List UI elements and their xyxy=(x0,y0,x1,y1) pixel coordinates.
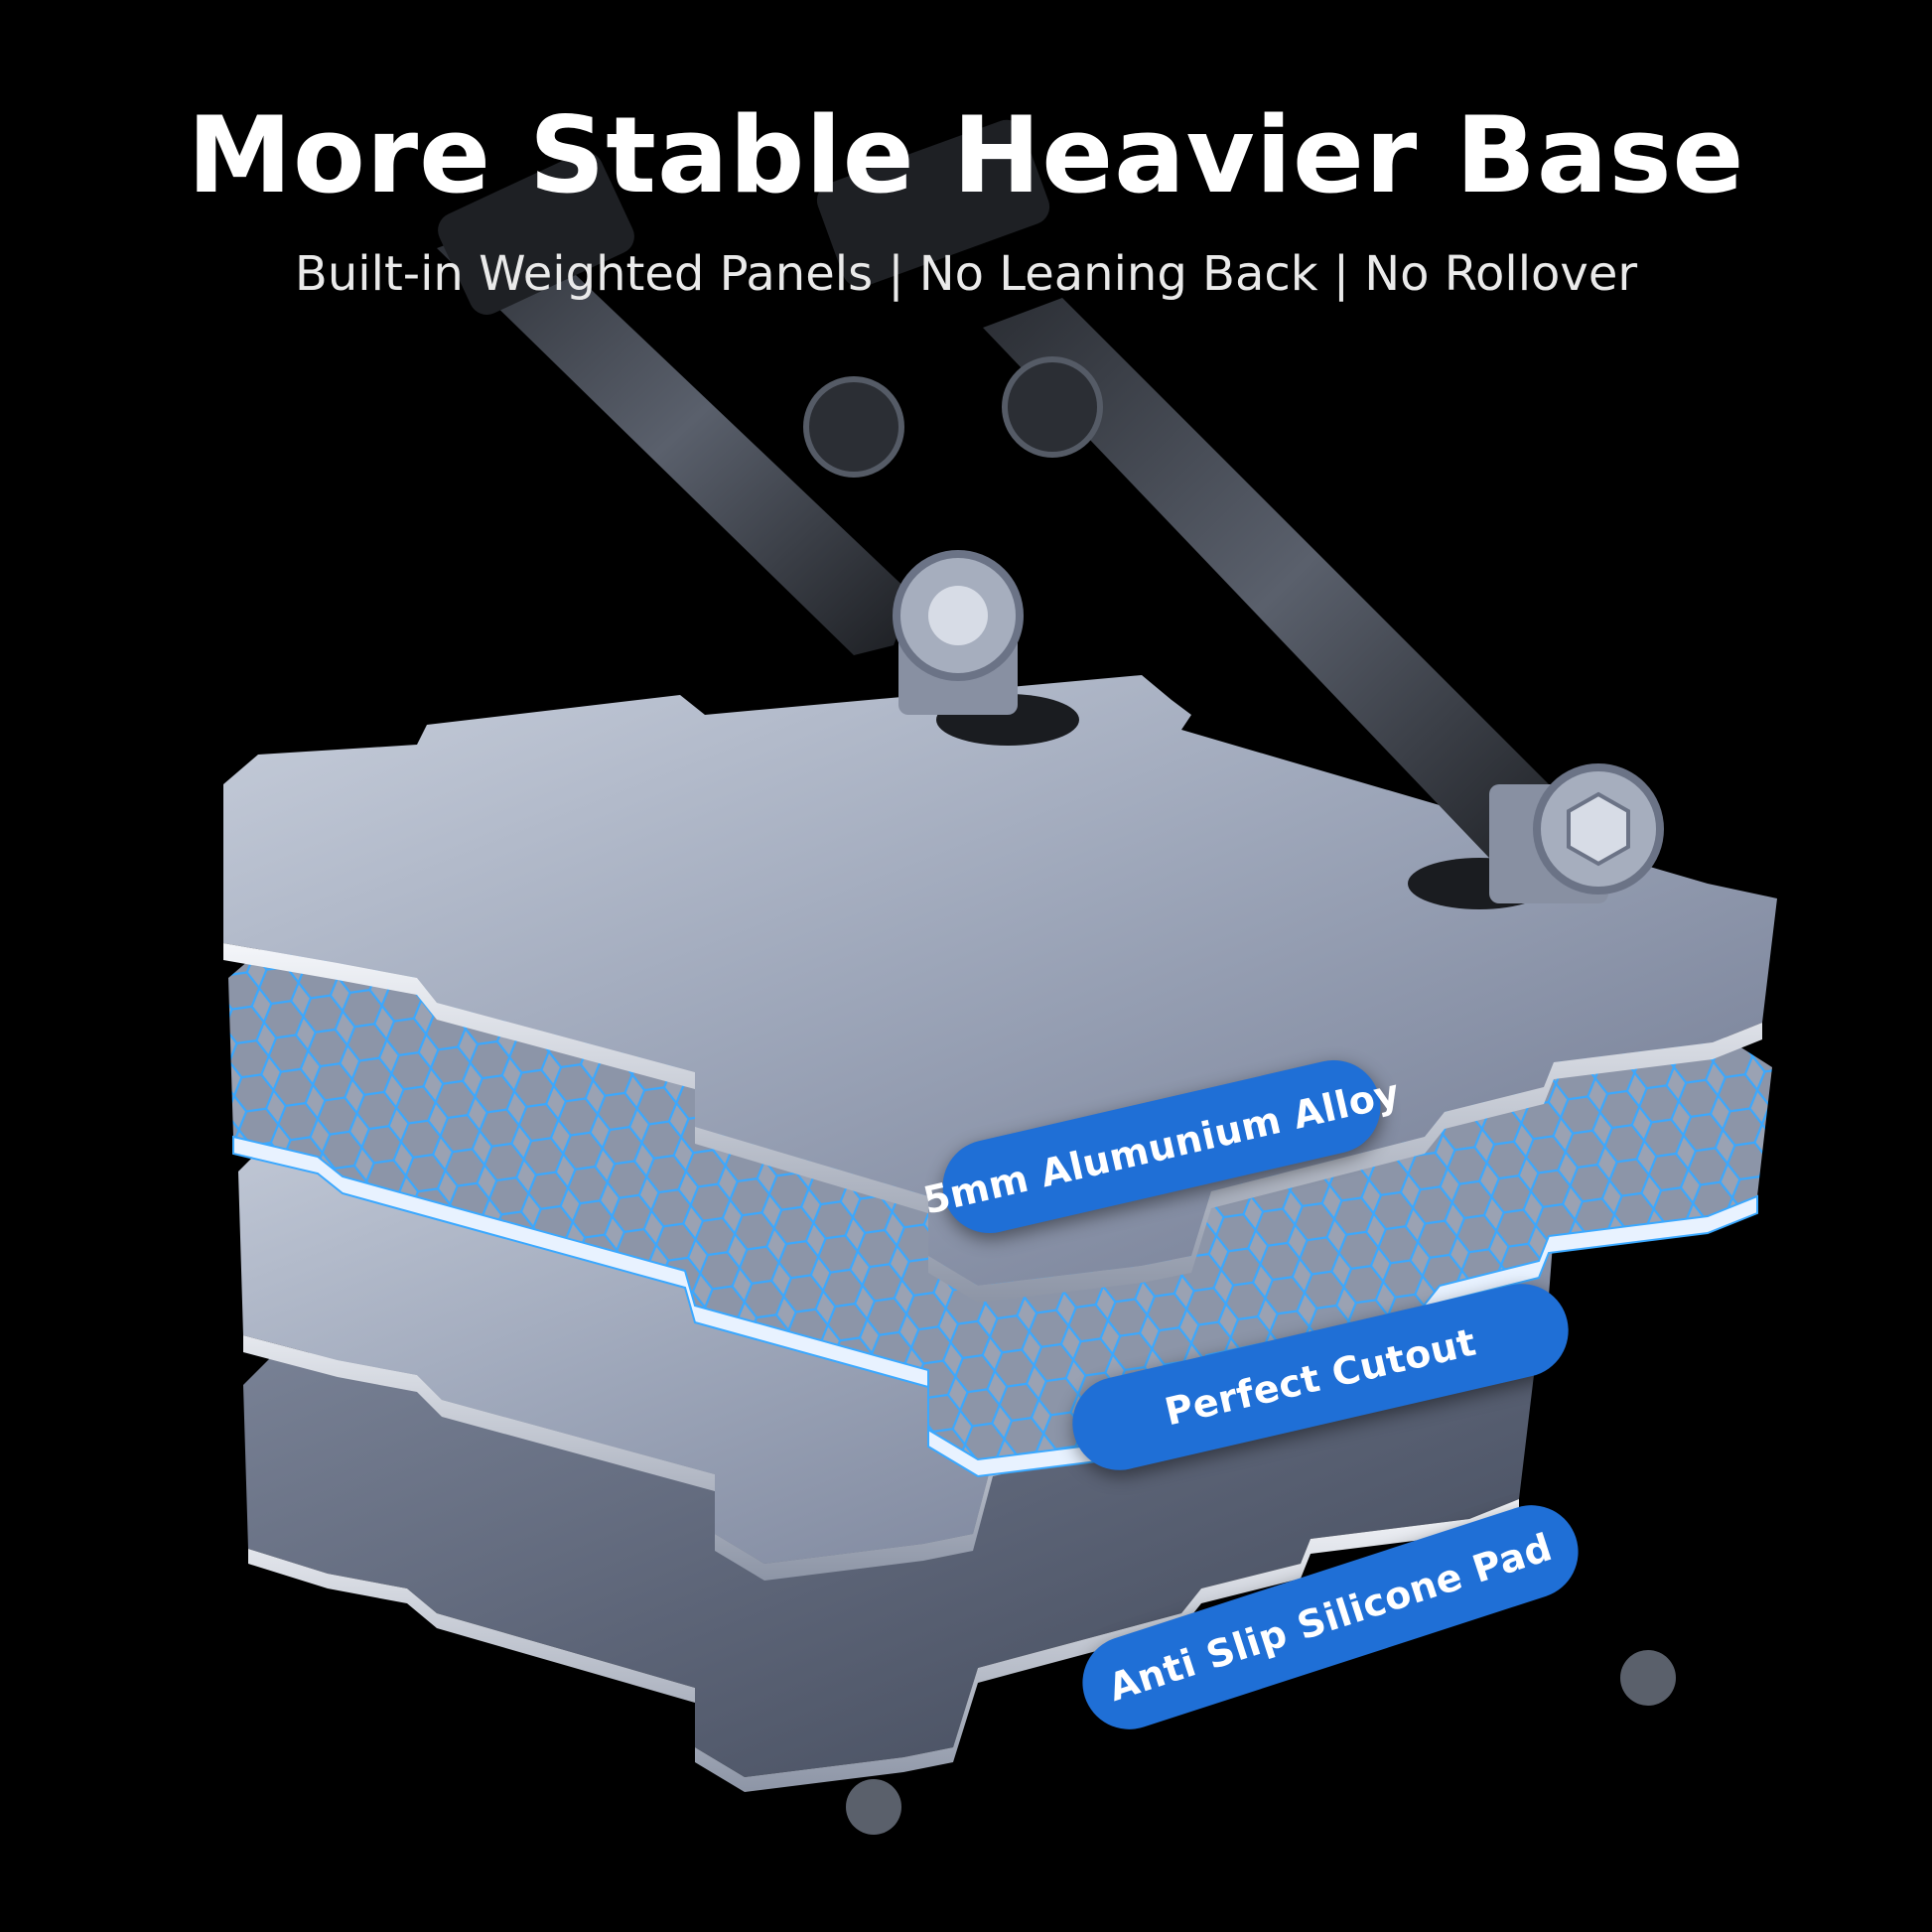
page-subtitle: Built-in Weighted Panels | No Leaning Ba… xyxy=(294,246,1638,302)
page-title: More Stable Heavier Base xyxy=(187,94,1745,216)
hinge-right xyxy=(1489,763,1664,903)
stand-arms xyxy=(437,119,1664,903)
hinge-left xyxy=(893,550,1024,715)
